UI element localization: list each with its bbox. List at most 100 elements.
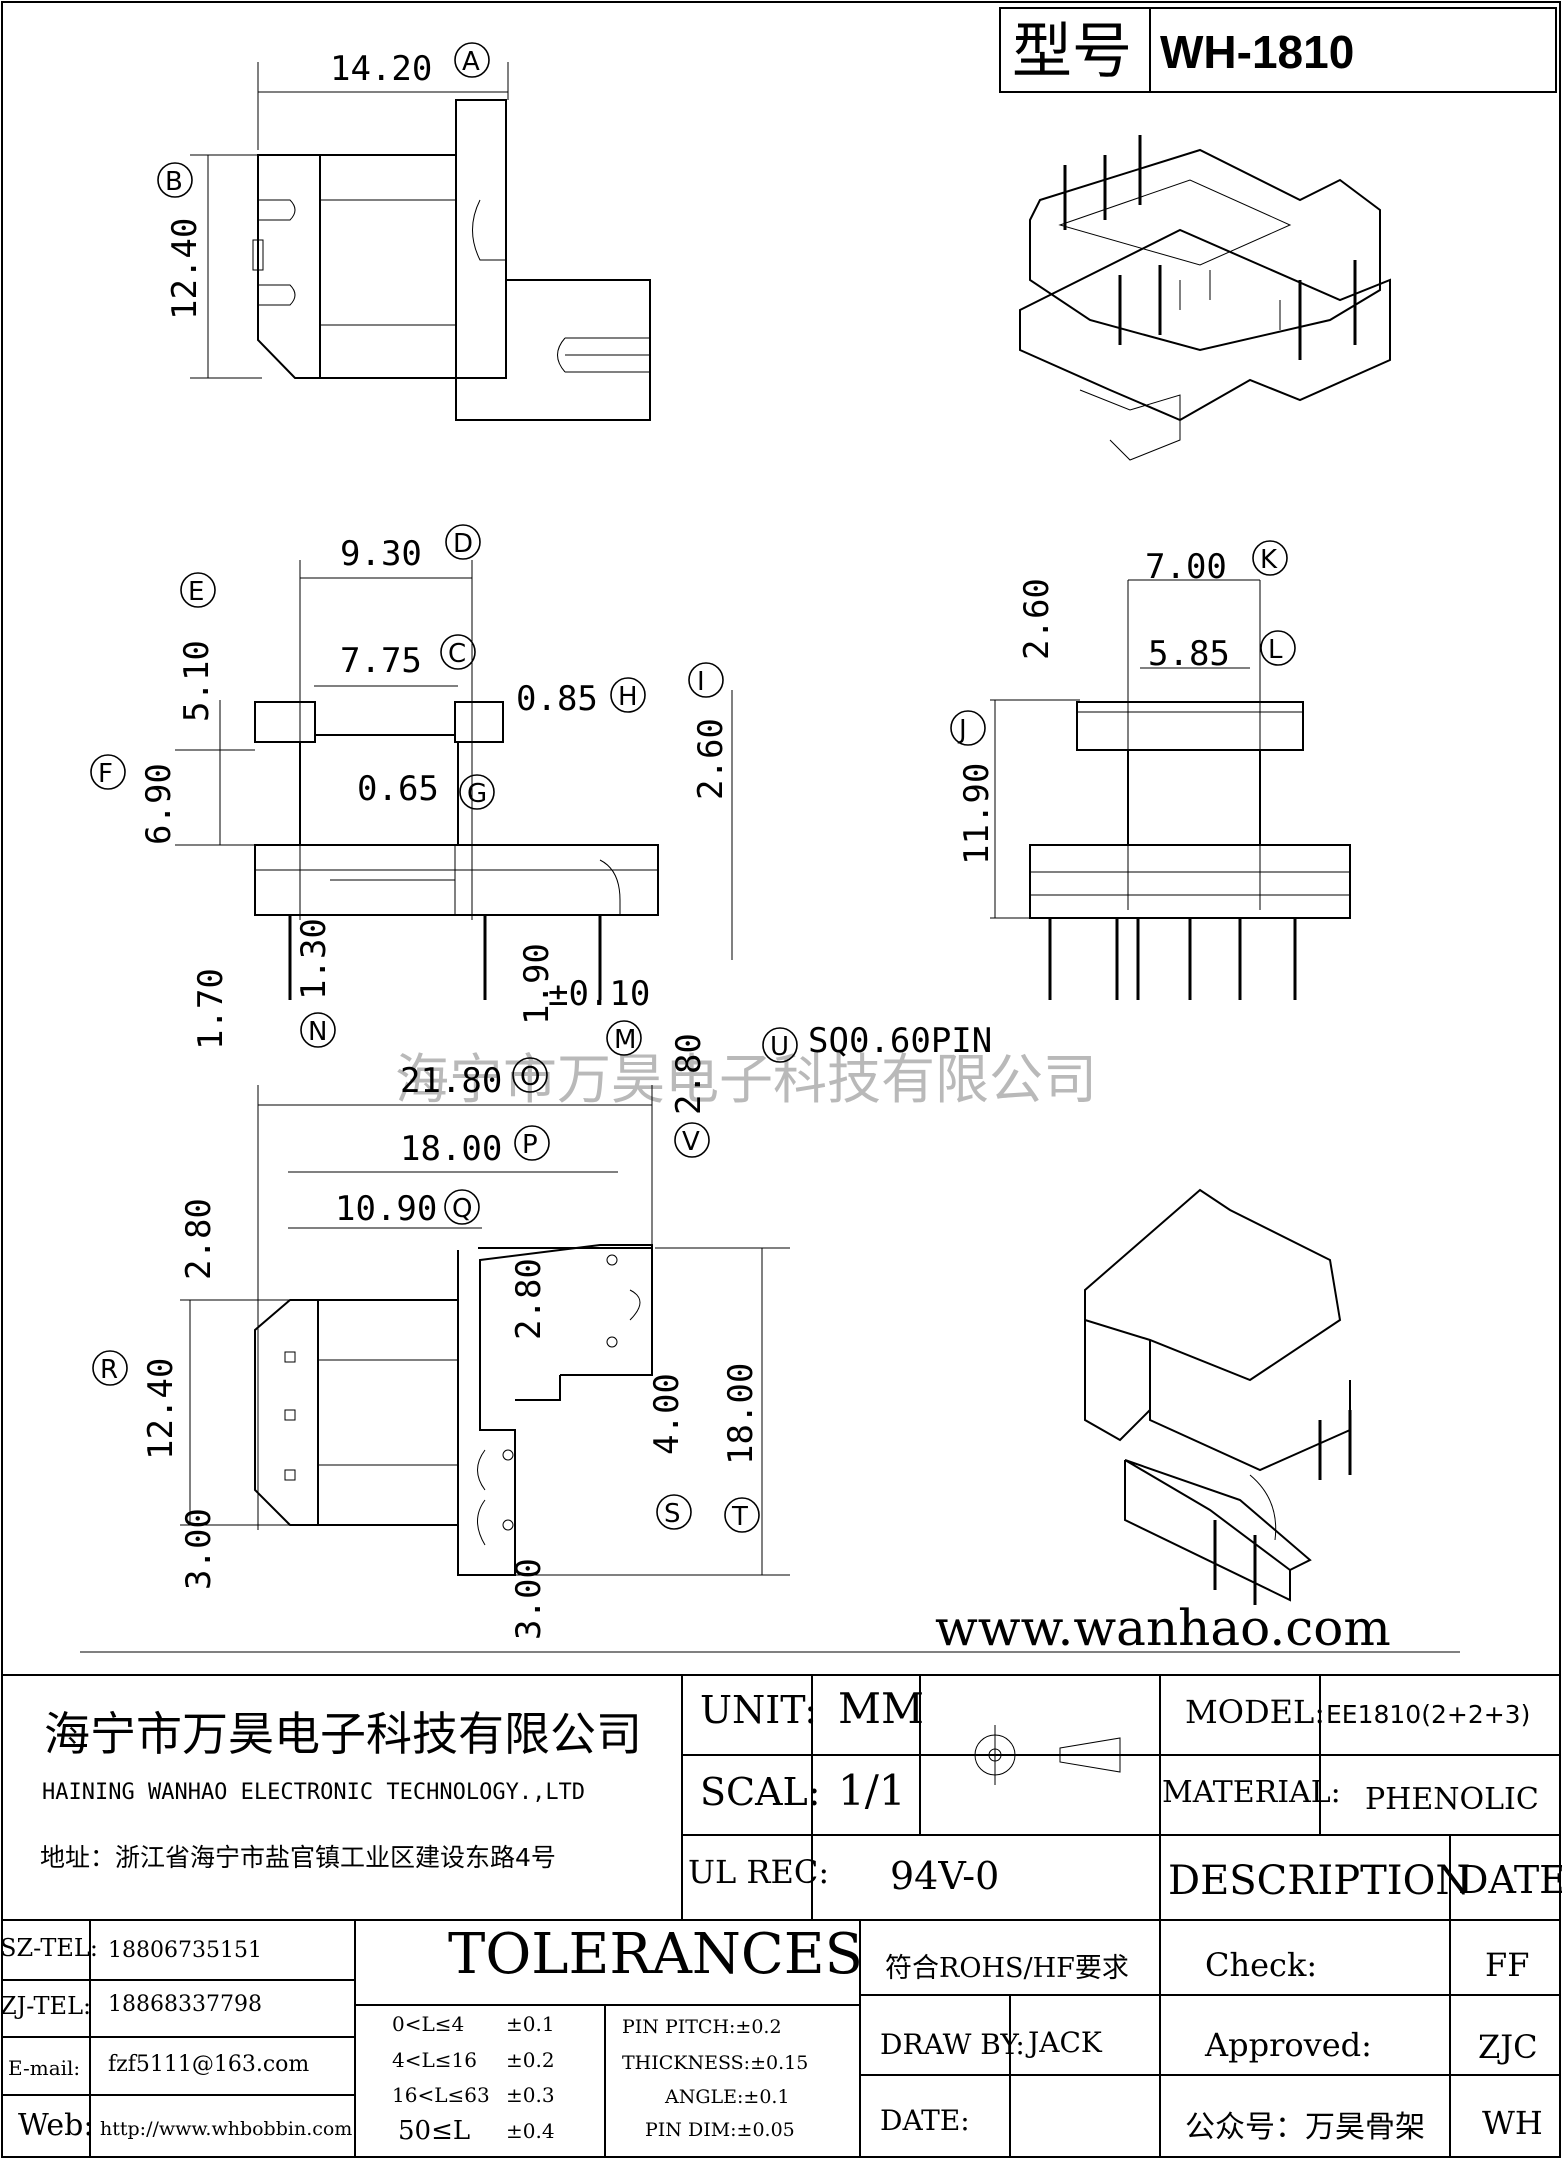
part-header-box — [999, 7, 1557, 93]
web-label: Web: — [18, 2108, 94, 2143]
sz-tel-label: SZ-TEL: — [0, 1934, 98, 1962]
tol-range-2: 4<L≤16 — [392, 2048, 477, 2072]
tol-note-pin-dim: PIN DIM:±0.05 — [645, 2119, 795, 2141]
isometric-view-2 — [1084, 1188, 1352, 1605]
dim-J: 11.90 — [957, 763, 997, 865]
dim-R-bot: 3.00 — [179, 1508, 219, 1590]
dim-R: 12.40 — [141, 1358, 181, 1460]
company-address: 地址：浙江省海宁市盐官镇工业区建设东路4号 — [40, 1843, 556, 1872]
tol-note-thickness: THICKNESS:±0.15 — [622, 2052, 809, 2074]
tol-note-angle: ANGLE:±0.1 — [665, 2086, 790, 2108]
dim-S-bot: 3.00 — [509, 1558, 549, 1640]
unit-value: MM — [838, 1684, 925, 1733]
watermark: 海宁市万昊电子科技有限公司 — [395, 1048, 1097, 1111]
isometric-view-1 — [1019, 135, 1391, 461]
company-name-en: HAINING WANHAO ELECTRONIC TECHNOLOGY.,LT… — [42, 1780, 586, 1805]
web-value: http://www.whbobbin.com — [100, 2118, 353, 2140]
scale-value: 1/1 — [838, 1766, 906, 1815]
part-header-number: WH-1810 — [1160, 26, 1354, 78]
tol-value-3: ±0.3 — [506, 2083, 555, 2107]
top-view: 14.20 A 12.40 B — [157, 42, 651, 421]
dim-A: 14.20 — [330, 49, 432, 89]
dim-J-top: 2.60 — [1017, 578, 1057, 660]
callout-R: R — [100, 1355, 118, 1385]
dim-C: 7.75 — [340, 641, 422, 681]
callout-C: C — [448, 639, 466, 669]
tol-value-2: ±0.2 — [506, 2048, 555, 2072]
model-label: MODEL: — [1185, 1693, 1326, 1731]
callout-F: F — [98, 759, 113, 789]
callout-N: N — [308, 1017, 327, 1047]
wechat-value: WH — [1482, 2104, 1543, 2142]
dim-B: 12.40 — [165, 218, 205, 320]
dim-I: 2.60 — [691, 718, 731, 800]
side-view: 7.00 K 5.85 L 2.60 11.90 J SQ0.60PIN U — [762, 540, 1351, 1063]
ul-label: UL REC: — [688, 1853, 830, 1891]
dim-Q: 10.90 — [335, 1189, 437, 1229]
title-block — [2, 1674, 1560, 2157]
dim-U: SQ0.60PIN — [808, 1021, 992, 1061]
ul-value: 94V-0 — [890, 1854, 1000, 1898]
tol-range-1: 0<L≤4 — [392, 2012, 465, 2036]
callout-M: M — [614, 1025, 636, 1055]
callout-O: O — [520, 1062, 540, 1092]
dim-L: 5.85 — [1148, 634, 1230, 674]
tolerances-title: TOLERANCES — [448, 1922, 864, 1987]
website: www.wanhao.com — [935, 1599, 1391, 1657]
approved-label: Approved: — [1205, 2026, 1372, 2064]
callout-L: L — [1268, 635, 1283, 665]
draw-by-label: DRAW BY: — [880, 2028, 1025, 2061]
dim-D: 9.30 — [340, 534, 422, 574]
company-name-cn: 海宁市万昊电子科技有限公司 — [44, 1707, 642, 1761]
callout-A-circle — [454, 42, 490, 78]
dim-S-top: 2.80 — [509, 1258, 549, 1340]
email-value: fzf5111@163.com — [108, 2052, 310, 2077]
callout-B: B — [165, 167, 183, 197]
tol-range-3: 16<L≤63 — [392, 2083, 490, 2107]
description-header: DESCRIPTION — [1168, 1858, 1471, 1904]
check-value: FF — [1485, 1946, 1530, 1984]
draw-by-value: JACK — [1028, 2026, 1102, 2059]
dim-N: 1.70 — [191, 968, 231, 1050]
date-header: DATE — [1458, 1858, 1562, 1902]
dim-V-vertical: 2.80 — [669, 1033, 709, 1115]
model-value: EE1810(2+2+3) — [1326, 1700, 1531, 1729]
callout-U: U — [770, 1032, 789, 1062]
front-view: 9.30 D 7.75 C E 5.10 F 6.90 0.85 H 0.65 … — [90, 524, 733, 1158]
callout-A: A — [462, 47, 480, 77]
zj-tel-label: ZJ-TEL: — [0, 1992, 92, 2020]
tol-note-pin-pitch: PIN PITCH:±0.2 — [622, 2016, 782, 2038]
dim-K: 7.00 — [1145, 547, 1227, 587]
unit-label: UNIT: — [700, 1688, 818, 1732]
dim-H: 0.85 — [516, 679, 598, 719]
zj-tel-value: 18868337798 — [108, 1992, 262, 2017]
callout-K: K — [1260, 545, 1278, 575]
tol-value-4: ±0.4 — [506, 2119, 555, 2143]
callout-S: S — [664, 1499, 681, 1529]
callout-E: E — [188, 577, 204, 607]
dim-P: 18.00 — [400, 1129, 502, 1169]
callout-T: T — [731, 1502, 748, 1532]
callout-V: V — [682, 1127, 700, 1157]
tol-range-4: 50≤L — [398, 2116, 471, 2146]
tol-value-1: ±0.1 — [506, 2012, 555, 2036]
date-label: DATE: — [880, 2104, 970, 2137]
scale-label: SCAL: — [700, 1770, 821, 1814]
callout-H: H — [618, 682, 638, 712]
email-label: E-mail: — [8, 2056, 81, 2080]
wechat-label: 公众号：万昊骨架 — [1185, 2110, 1425, 2145]
sz-tel-value: 18806735151 — [108, 1938, 262, 1963]
dim-R-top: 2.80 — [179, 1198, 219, 1280]
callout-Q: Q — [452, 1194, 472, 1224]
dim-N2: 1.30 — [294, 918, 334, 1000]
approved-value: ZJC — [1478, 2028, 1538, 2066]
callout-G: G — [467, 779, 487, 809]
material-label: MATERIAL: — [1162, 1775, 1341, 1810]
dim-S: 4.00 — [647, 1373, 687, 1455]
callout-I: I — [697, 667, 705, 697]
rohs-note: 符合ROHS/HF要求 — [885, 1953, 1129, 1984]
dim-M-tol: ±0.10 — [548, 974, 650, 1014]
callout-J: J — [957, 715, 967, 745]
